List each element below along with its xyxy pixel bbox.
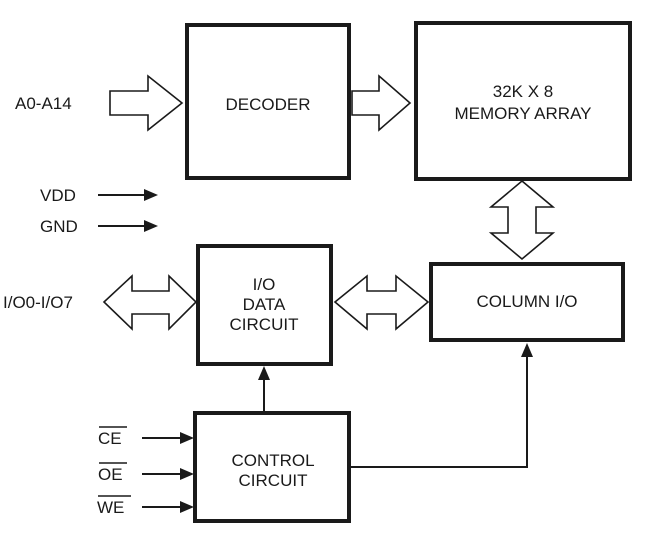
control-to-io-data-arrow [258, 366, 270, 411]
address-label: A0-A14 [15, 94, 72, 113]
gnd-arrow [98, 220, 158, 232]
io-data-circuit-label-line3: CIRCUIT [230, 315, 299, 334]
vdd-label: VDD [40, 186, 76, 205]
control-circuit-block: CONTROL CIRCUIT [193, 411, 351, 523]
we-arrow [142, 501, 194, 513]
control-circuit-label-line1: CONTROL [231, 451, 314, 470]
decoder-to-memory-bus-arrow [351, 74, 412, 132]
io-data-circuit-label-line1: I/O [253, 275, 276, 294]
decoder-block: DECODER [185, 23, 351, 180]
io-data-circuit-label-line2: DATA [243, 295, 286, 314]
memory-array-label-line2: MEMORY ARRAY [455, 104, 592, 123]
oe-label: OE [98, 465, 123, 484]
oe-arrow [142, 468, 194, 480]
decoder-label: DECODER [225, 95, 310, 114]
gnd-label: GND [40, 217, 78, 236]
memory-array-label-line1: 32K X 8 [493, 82, 554, 101]
ce-label: CE [98, 429, 122, 448]
control-to-column-io-arrow [351, 343, 533, 468]
address-bus-arrow [109, 74, 184, 132]
column-io-block: COLUMN I/O [429, 262, 625, 342]
memory-column-io-bus-arrow [488, 179, 556, 261]
vdd-arrow [98, 189, 158, 201]
memory-array-block: 32K X 8 MEMORY ARRAY [414, 21, 632, 181]
io-bus-arrow [102, 274, 198, 331]
column-io-label: COLUMN I/O [476, 292, 577, 311]
io-data-circuit-block: I/O DATA CIRCUIT [196, 244, 333, 366]
io-data-column-io-bus-arrow [333, 274, 430, 331]
ce-arrow [142, 432, 194, 444]
io-bus-label: I/O0-I/O7 [3, 293, 73, 312]
we-label: WE [97, 498, 124, 517]
control-circuit-label-line2: CIRCUIT [239, 471, 308, 490]
